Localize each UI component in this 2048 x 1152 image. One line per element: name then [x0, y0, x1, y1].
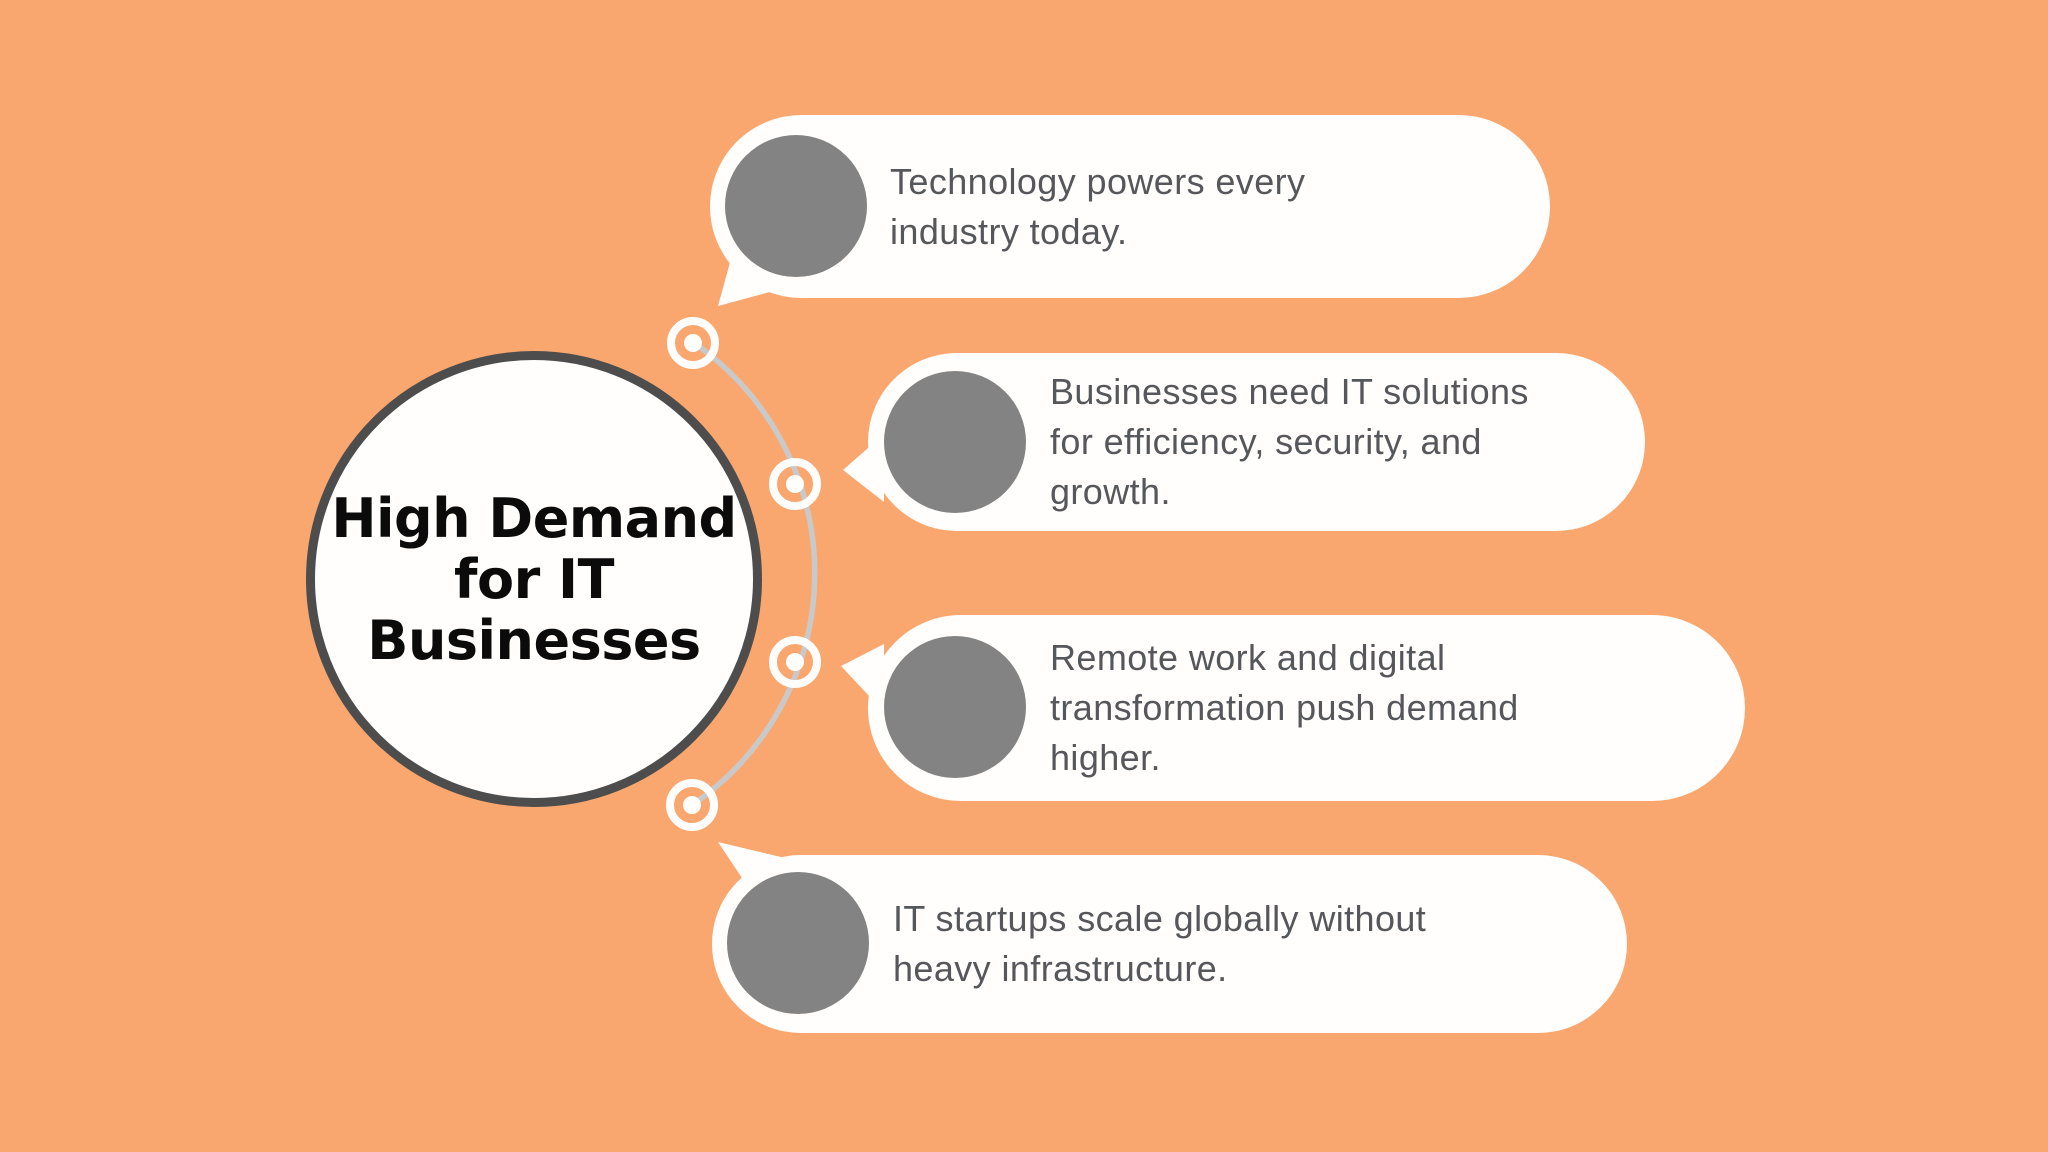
- bubble-text-line: industry today.: [890, 210, 1128, 252]
- bubble-text-line: higher.: [1050, 737, 1161, 778]
- bubble-text: Businesses need IT solutions for efficie…: [868, 367, 1529, 517]
- central-topic-circle: High Demand for IT Businesses: [306, 351, 762, 807]
- bubble-tail-4: [718, 842, 802, 884]
- timeline-node-2: [769, 458, 821, 510]
- title-line: Businesses: [367, 608, 701, 672]
- speech-bubble-3: Remote work and digital transformation p…: [868, 615, 1745, 801]
- title-line: for IT: [454, 547, 614, 611]
- bubble-text-line: IT startups scale globally without: [893, 898, 1427, 939]
- bubble-text: IT startups scale globally without heavy…: [712, 894, 1426, 994]
- timeline-node-4: [666, 779, 718, 831]
- bubble-text-line: Remote work and digital: [1050, 637, 1446, 678]
- avatar-placeholder-icon: [727, 872, 869, 1014]
- bubble-text-line: heavy infrastructure.: [893, 948, 1228, 989]
- bubble-text: Remote work and digital transformation p…: [868, 633, 1519, 783]
- speech-bubble-2: Businesses need IT solutions for efficie…: [868, 353, 1645, 531]
- bubble-text-line: Businesses need IT solutions: [1050, 371, 1529, 412]
- timeline-node-3: [769, 636, 821, 688]
- bubble-text: Technology powers every industry today.: [710, 157, 1305, 257]
- speech-bubble-4: IT startups scale globally without heavy…: [712, 855, 1627, 1033]
- bubble-text-line: Technology powers every: [890, 160, 1306, 202]
- bubble-text-line: for efficiency, security, and: [1050, 421, 1482, 462]
- title-line: High Demand: [331, 486, 737, 550]
- avatar-placeholder-icon: [884, 636, 1026, 778]
- bubble-text-line: growth.: [1050, 471, 1171, 512]
- central-topic-title: High Demand for IT Businesses: [331, 486, 737, 672]
- speech-bubble-1: Technology powers every industry today.: [710, 115, 1550, 298]
- connector-arc-line: [689, 340, 818, 808]
- avatar-placeholder-icon: [884, 371, 1026, 513]
- timeline-node-1: [667, 317, 719, 369]
- bubble-text-line: transformation push demand: [1050, 687, 1519, 728]
- avatar-placeholder-icon: [725, 135, 867, 277]
